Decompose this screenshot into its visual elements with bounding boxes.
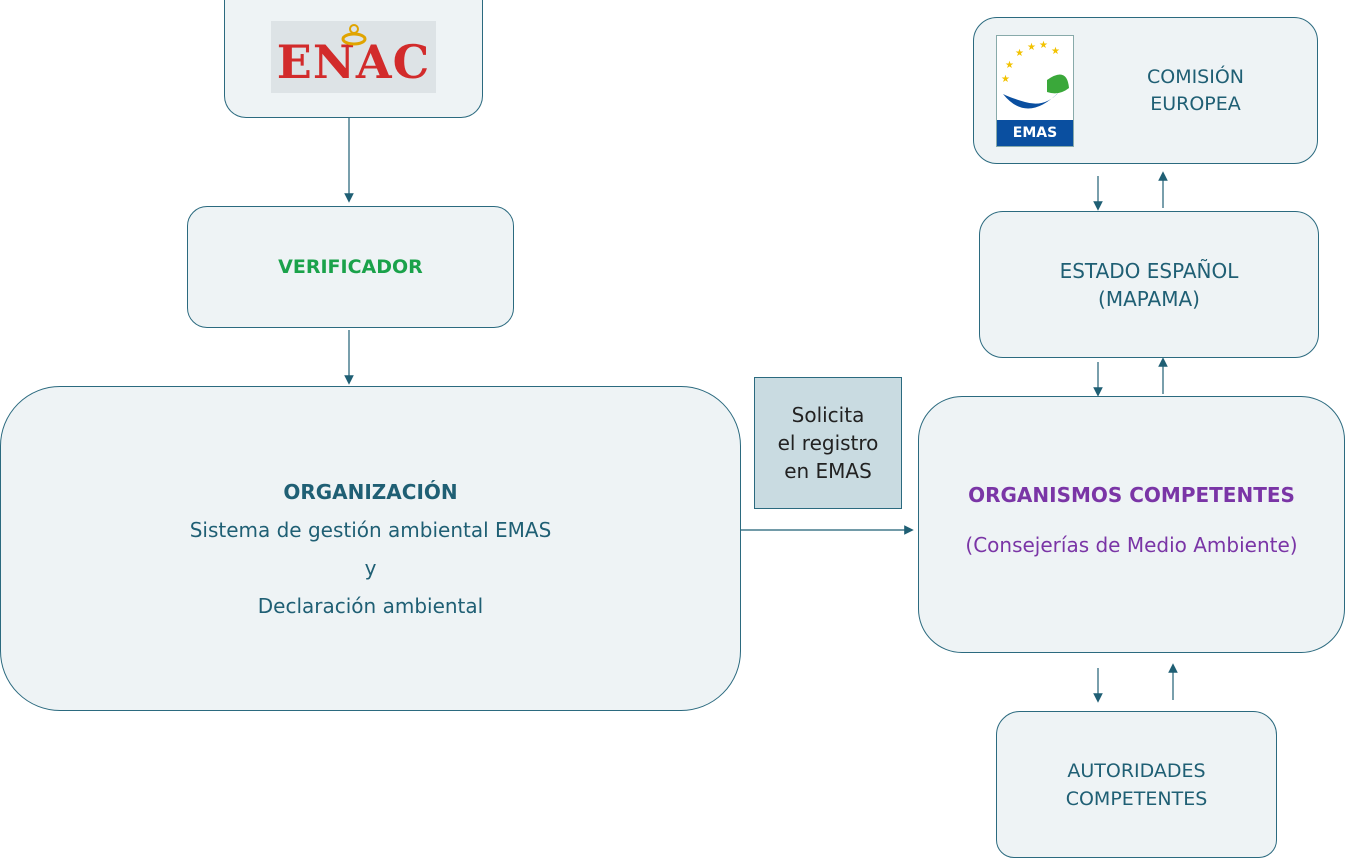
emas-logo: ★ ★ ★ ★ ★ ★ EMAS: [996, 34, 1074, 147]
organismos-title: ORGANISMOS COMPETENTES: [968, 483, 1295, 507]
organismos-subtitle: (Consejerías de Medio Ambiente): [965, 533, 1298, 557]
emas-stars-icon: ★ ★ ★ ★ ★ ★: [1001, 40, 1069, 109]
comision-line2: EUROPEA: [1150, 92, 1241, 115]
organismos-box: ORGANISMOS COMPETENTES (Consejerías de M…: [918, 396, 1345, 653]
verificador-box: VERIFICADOR: [187, 206, 514, 328]
svg-text:★: ★: [1005, 60, 1014, 71]
emas-logo-text: EMAS: [997, 119, 1073, 146]
organizacion-box: ORGANIZACIÓN Sistema de gestión ambienta…: [0, 386, 741, 711]
comision-box: ★ ★ ★ ★ ★ ★ EMAS COMISIÓN EUROPEA: [973, 17, 1318, 164]
svg-text:★: ★: [1039, 40, 1048, 51]
enac-logo: ENAC: [271, 20, 436, 93]
svg-text:★: ★: [1051, 46, 1060, 57]
organizacion-line1: Sistema de gestión ambiental EMAS: [189, 517, 552, 542]
solicita-box: Solicita el registro en EMAS: [754, 377, 902, 509]
comision-line1: COMISIÓN: [1146, 65, 1245, 88]
enac-logo-text: ENAC: [276, 34, 431, 89]
estado-box: ESTADO ESPAÑOL (MAPAMA): [979, 211, 1319, 358]
autoridades-box: AUTORIDADES COMPETENTES: [996, 711, 1277, 858]
enac-box: ENAC: [224, 0, 483, 118]
svg-text:★: ★: [1027, 42, 1036, 53]
autoridades-line2: COMPETENTES: [1065, 787, 1208, 810]
solicita-line3: en EMAS: [784, 459, 872, 483]
crown-icon: [341, 23, 367, 45]
autoridades-line1: AUTORIDADES: [1067, 759, 1206, 782]
estado-line2: (MAPAMA): [1098, 286, 1200, 311]
svg-text:★: ★: [1015, 48, 1024, 59]
organizacion-line3: Declaración ambiental: [257, 593, 484, 618]
solicita-line1: Solicita: [791, 403, 865, 427]
solicita-line2: el registro: [777, 431, 879, 455]
organizacion-line2: y: [364, 555, 377, 580]
estado-line1: ESTADO ESPAÑOL: [1059, 258, 1239, 283]
comision-label: COMISIÓN EUROPEA: [1074, 64, 1317, 118]
organizacion-title: ORGANIZACIÓN: [283, 479, 458, 504]
svg-text:★: ★: [1001, 74, 1010, 85]
verificador-label: VERIFICADOR: [278, 256, 423, 278]
